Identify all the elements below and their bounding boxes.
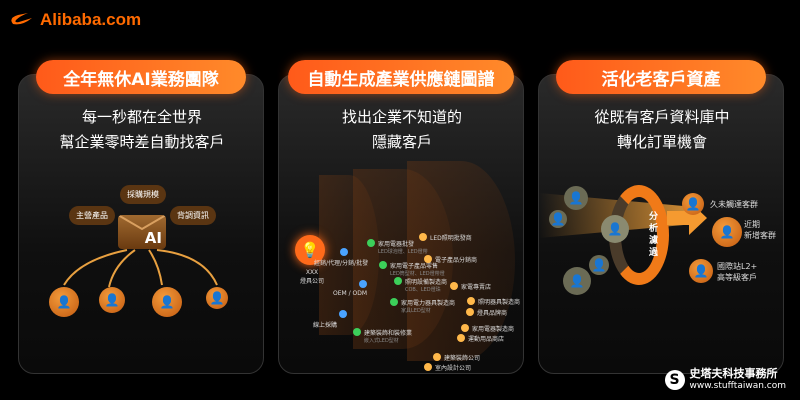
customer-avatar: 👤 (589, 255, 609, 275)
supply-node-label: 建築裝飾公司 (444, 355, 481, 362)
arrows (63, 249, 218, 288)
subtitle-line: 每一秒都在全世界 (81, 108, 202, 126)
customer-avatar: 👤 (549, 210, 567, 228)
supply-node-label: OEM / ODM (333, 290, 368, 297)
alibaba-logo: Alibaba.com (10, 10, 141, 30)
supply-node-label: 家用電器製造商 (472, 326, 515, 333)
customer-avatar: 👤 (49, 287, 79, 317)
tag-main-products: 主營產品 (69, 206, 115, 225)
supply-node-label: 照明器具製造商 (478, 299, 521, 306)
tag-background-info: 背調資訊 (170, 206, 216, 225)
user-icon: 👤 (719, 225, 735, 239)
output-avatar: 👤 (682, 193, 704, 215)
supply-node-label: LED照明批發商 (430, 235, 472, 242)
supply-node-label: 室內設計公司 (435, 365, 472, 372)
user-icon: 👤 (568, 191, 584, 205)
supply-node-dot (466, 308, 474, 316)
lightbulb-icon: 💡 (295, 235, 325, 265)
supply-node-dot (457, 334, 465, 342)
brand-name: Alibaba.com (40, 10, 142, 29)
tier-arc (319, 175, 379, 335)
supply-node-dot (394, 277, 402, 285)
user-icon: 👤 (56, 295, 72, 309)
subtitle-line: 隱藏客戶 (371, 133, 432, 151)
panel-2-title: 自動生成產業供應鏈圖譜 (288, 60, 514, 94)
output-avatar: 👤 (689, 259, 713, 283)
tag-purchase-scale: 採購規模 (120, 185, 166, 204)
watermark-name: 史塔夫科技事務所 (689, 367, 778, 380)
output-label-dormant: 久未觸達客群 (710, 200, 758, 209)
panel-3-subtitle: 從既有客戶資料庫中轉化訂單機會 (539, 105, 785, 155)
supply-node-label: 運動用品商店 (468, 336, 505, 343)
customer-avatar: 👤 (564, 186, 588, 210)
supply-node-label: 燈具品牌商 (477, 310, 508, 317)
filter-label: 分析濾過 (649, 212, 659, 258)
company-name: XXX (305, 269, 319, 276)
subtitle-line: 從既有客戶資料庫中 (594, 108, 730, 126)
supply-node-dot (353, 328, 361, 336)
user-icon: 👤 (685, 197, 701, 211)
supply-node-label: 線上採購 (313, 322, 338, 329)
user-icon: 👤 (159, 295, 175, 309)
user-icon: 👤 (104, 293, 120, 307)
user-icon: 👤 (607, 222, 623, 236)
panel-2-subtitle: 找出企業不知道的隱藏客戶 (279, 105, 525, 155)
output-avatar: 👤 (712, 217, 742, 247)
supply-node-dot (424, 363, 432, 371)
output-label-new: 近期新增客群 (744, 220, 776, 240)
user-icon: 👤 (569, 274, 585, 288)
supply-node-label: 電子產品分銷商 (435, 257, 478, 264)
customer-avatar: 👤 (601, 215, 629, 243)
supply-node-dot (461, 324, 469, 332)
supply-node-dot (390, 298, 398, 306)
supply-node-dot (359, 280, 367, 288)
supply-node-dot (419, 233, 427, 241)
user-icon: 👤 (591, 258, 607, 272)
user-icon: 👤 (550, 212, 566, 226)
watermark-logo-icon: S (664, 370, 685, 390)
subtitle-line: 找出企業不知道的 (341, 108, 462, 126)
panel-1-title: 全年無休AI業務團隊 (36, 60, 246, 94)
customer-avatar: 👤 (99, 287, 125, 313)
supply-node-dot (340, 248, 348, 256)
supply-node-label: 建築裝飾和裝修業嵌入式LED型材 (364, 330, 413, 344)
supply-node-label: 家用電力器具製造商家具LED型材 (401, 300, 456, 314)
supply-node-label: 經銷/代理/分銷/批發 (314, 260, 369, 267)
supply-node-dot (450, 282, 458, 290)
supply-node-dot (379, 261, 387, 269)
company-label: XXX 燈具公司 (300, 269, 324, 285)
supply-node-dot (367, 239, 375, 247)
panel-ai-sales: 每一秒都在全世界幫企業零時差自動找客戶 採購規模 主營產品 背調資訊 AI 👤 … (18, 74, 264, 374)
customer-avatar: 👤 (152, 287, 182, 317)
supply-node-label: 家電專賣店 (461, 284, 492, 291)
customer-avatar: 👤 (206, 287, 228, 309)
subtitle-line: 幫企業零時差自動找客戶 (59, 133, 225, 151)
panel-1-subtitle: 每一秒都在全世界幫企業零時差自動找客戶 (19, 105, 265, 155)
supply-node-dot (339, 310, 347, 318)
subtitle-line: 轉化訂單機會 (616, 133, 707, 151)
user-icon: 👤 (209, 291, 225, 305)
supply-node-dot (433, 353, 441, 361)
supply-node-dot (467, 297, 475, 305)
ai-mail-icon: AI (118, 215, 166, 249)
company-type: 燈具公司 (300, 278, 325, 285)
panel-supply-chain: 找出企業不知道的隱藏客戶 💡 XXX 燈具公司 經銷/代理/分銷/批發 OEM / … (278, 74, 524, 374)
user-icon: 👤 (693, 264, 709, 278)
customer-avatar: 👤 (563, 267, 591, 295)
alibaba-icon (11, 13, 33, 25)
supply-node-dot (424, 255, 432, 263)
panel-3-title: 活化老客戶資產 (556, 60, 766, 94)
watermark-url: www.stufftaiwan.com (689, 381, 786, 391)
panel-reactivate-customers: 從既有客戶資料庫中轉化訂單機會 分析濾過 👤 👤 👤 👤 👤 👤 久未觸達客群 … (538, 74, 784, 374)
ai-label: AI (144, 229, 162, 247)
tier-arc (353, 169, 453, 349)
output-label-high-tier: 國際站L2+高等級客戶 (717, 262, 758, 282)
